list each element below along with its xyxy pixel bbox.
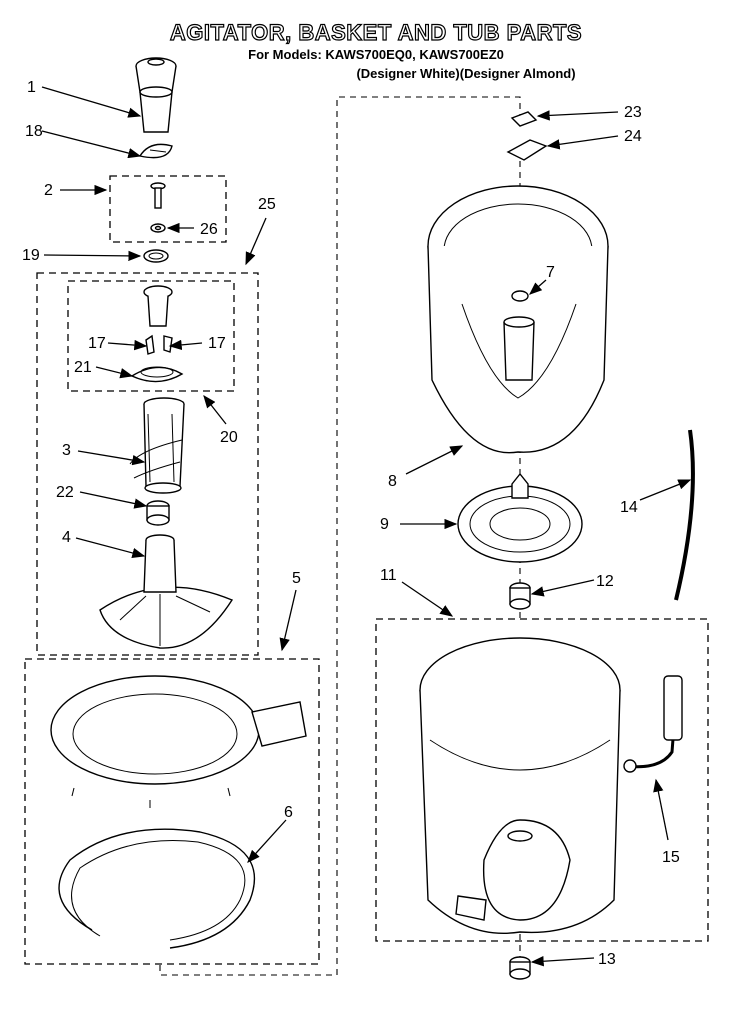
ring-part [143,249,169,263]
tub-seal-13-part [509,956,531,980]
group-box-11 [375,618,709,942]
callout-21: 21 [74,359,92,376]
callout-1: 1 [27,79,36,96]
callout-25: 25 [258,196,276,213]
leader-14 [639,479,692,501]
coupling-part [509,582,531,610]
leader-17b [168,339,203,351]
hose-14-part [674,429,695,601]
leader-4 [75,537,146,559]
colors-line: (Designer White)(Designer Almond) [356,66,576,81]
seal-part [138,143,173,159]
agitator-base-part [99,534,234,649]
snap-ring-part [58,828,255,949]
leader-11 [401,581,454,617]
callout-23: 23 [624,104,642,121]
callout-19: 19 [22,247,40,264]
leader-5 [279,589,297,652]
cap-23-part [510,111,538,127]
leader-8 [405,445,464,475]
callout-6: 6 [284,804,293,821]
leader-24 [546,135,619,150]
bolt-part [150,182,166,233]
leader-25 [245,217,267,266]
tub-ring-part [50,675,307,808]
callout-22: 22 [56,484,74,501]
callout-14: 14 [620,499,638,516]
outer-tub-part [419,637,621,935]
group-box-20 [67,280,235,392]
callout-9: 9 [380,516,389,533]
callout-17-right: 17 [208,335,226,352]
auger-part [129,397,185,494]
clip-24-part [506,139,548,161]
wash-basket-part [427,185,609,454]
group-box-25 [36,272,259,656]
callout-26: 26 [200,221,218,238]
callout-11: 11 [380,567,397,584]
drive-hub-part [457,472,583,563]
models-line: For Models: KAWS700EQ0, KAWS700EZ0 [248,47,504,62]
cam-assembly-part [130,285,184,383]
ring-inner [148,252,164,260]
callout-17-left: 17 [88,335,106,352]
agitator-cap-part [135,57,177,133]
callout-7: 7 [546,264,555,281]
leader-21 [95,366,134,379]
drain-hose-15-part [623,675,683,773]
callout-4: 4 [62,529,71,546]
callout-24: 24 [624,128,642,145]
leader-12 [530,579,595,597]
leader-19 [43,250,142,262]
bearing-part [146,500,170,526]
callout-3: 3 [62,442,71,459]
callout-15: 15 [662,849,680,866]
leader-23 [536,110,619,121]
leader-20 [203,394,227,425]
leader-17a [107,339,148,351]
callout-12: 12 [596,573,614,590]
leader-22 [79,491,148,509]
leader-7 [529,279,547,295]
leader-13 [530,956,595,967]
leader-3 [77,450,146,466]
callout-2: 2 [44,182,53,199]
leader-18 [41,130,142,159]
callout-20: 20 [220,429,238,446]
callout-13: 13 [598,951,616,968]
callout-5: 5 [292,570,301,587]
group-box-5 [24,658,320,965]
diagram-title: AGITATOR, BASKET AND TUB PARTS [169,19,583,45]
callout-18: 18 [25,123,43,140]
callout-8: 8 [388,473,397,490]
group-box-2 [109,175,227,243]
leader-6 [247,819,287,863]
leader-1 [41,86,142,118]
leader-15 [653,778,669,841]
